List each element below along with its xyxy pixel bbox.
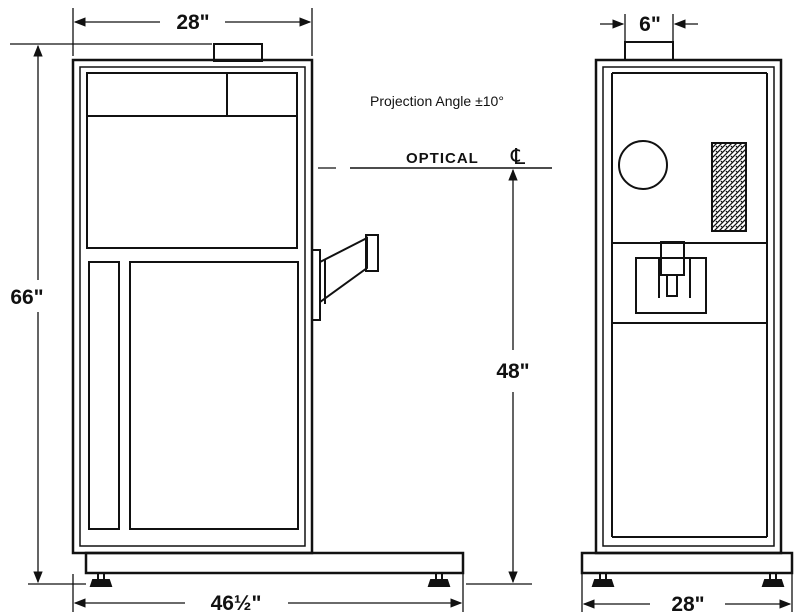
side-upper-panel — [86, 115, 298, 249]
front-foot-left — [591, 573, 615, 587]
side-base — [84, 551, 465, 575]
side-main-door — [129, 261, 299, 530]
front-round-port — [618, 140, 668, 190]
optical-height-label: 48" — [496, 360, 529, 383]
front-lens-mount — [635, 241, 707, 314]
front-top-width-label: 6" — [639, 13, 661, 36]
projection-angle-note: Projection Angle ±10° — [370, 93, 504, 109]
centerline-symbol: ℄ — [510, 145, 526, 170]
front-top-vent — [624, 41, 674, 61]
side-top-panel — [86, 72, 298, 117]
front-speaker-grille — [711, 142, 747, 232]
base-length-label: 46½" — [211, 592, 262, 615]
side-view — [71, 43, 465, 587]
side-foot-left — [89, 573, 113, 587]
front-foot-right — [761, 573, 785, 587]
projection-lens — [311, 234, 379, 321]
front-cabinet-outer — [594, 58, 783, 555]
front-base-width-label: 28" — [671, 593, 704, 615]
side-width-label: 28" — [176, 11, 209, 34]
front-cabinet-inner — [602, 66, 775, 547]
front-view — [580, 41, 794, 587]
side-cabinet-outer — [71, 58, 314, 555]
front-base — [580, 551, 794, 575]
height-label: 66" — [10, 286, 43, 309]
side-foot-right — [427, 573, 451, 587]
side-top-vent — [213, 43, 263, 62]
optical-label: OPTICAL — [406, 150, 479, 167]
side-narrow-door — [88, 261, 120, 530]
side-cabinet-inner — [79, 66, 306, 547]
